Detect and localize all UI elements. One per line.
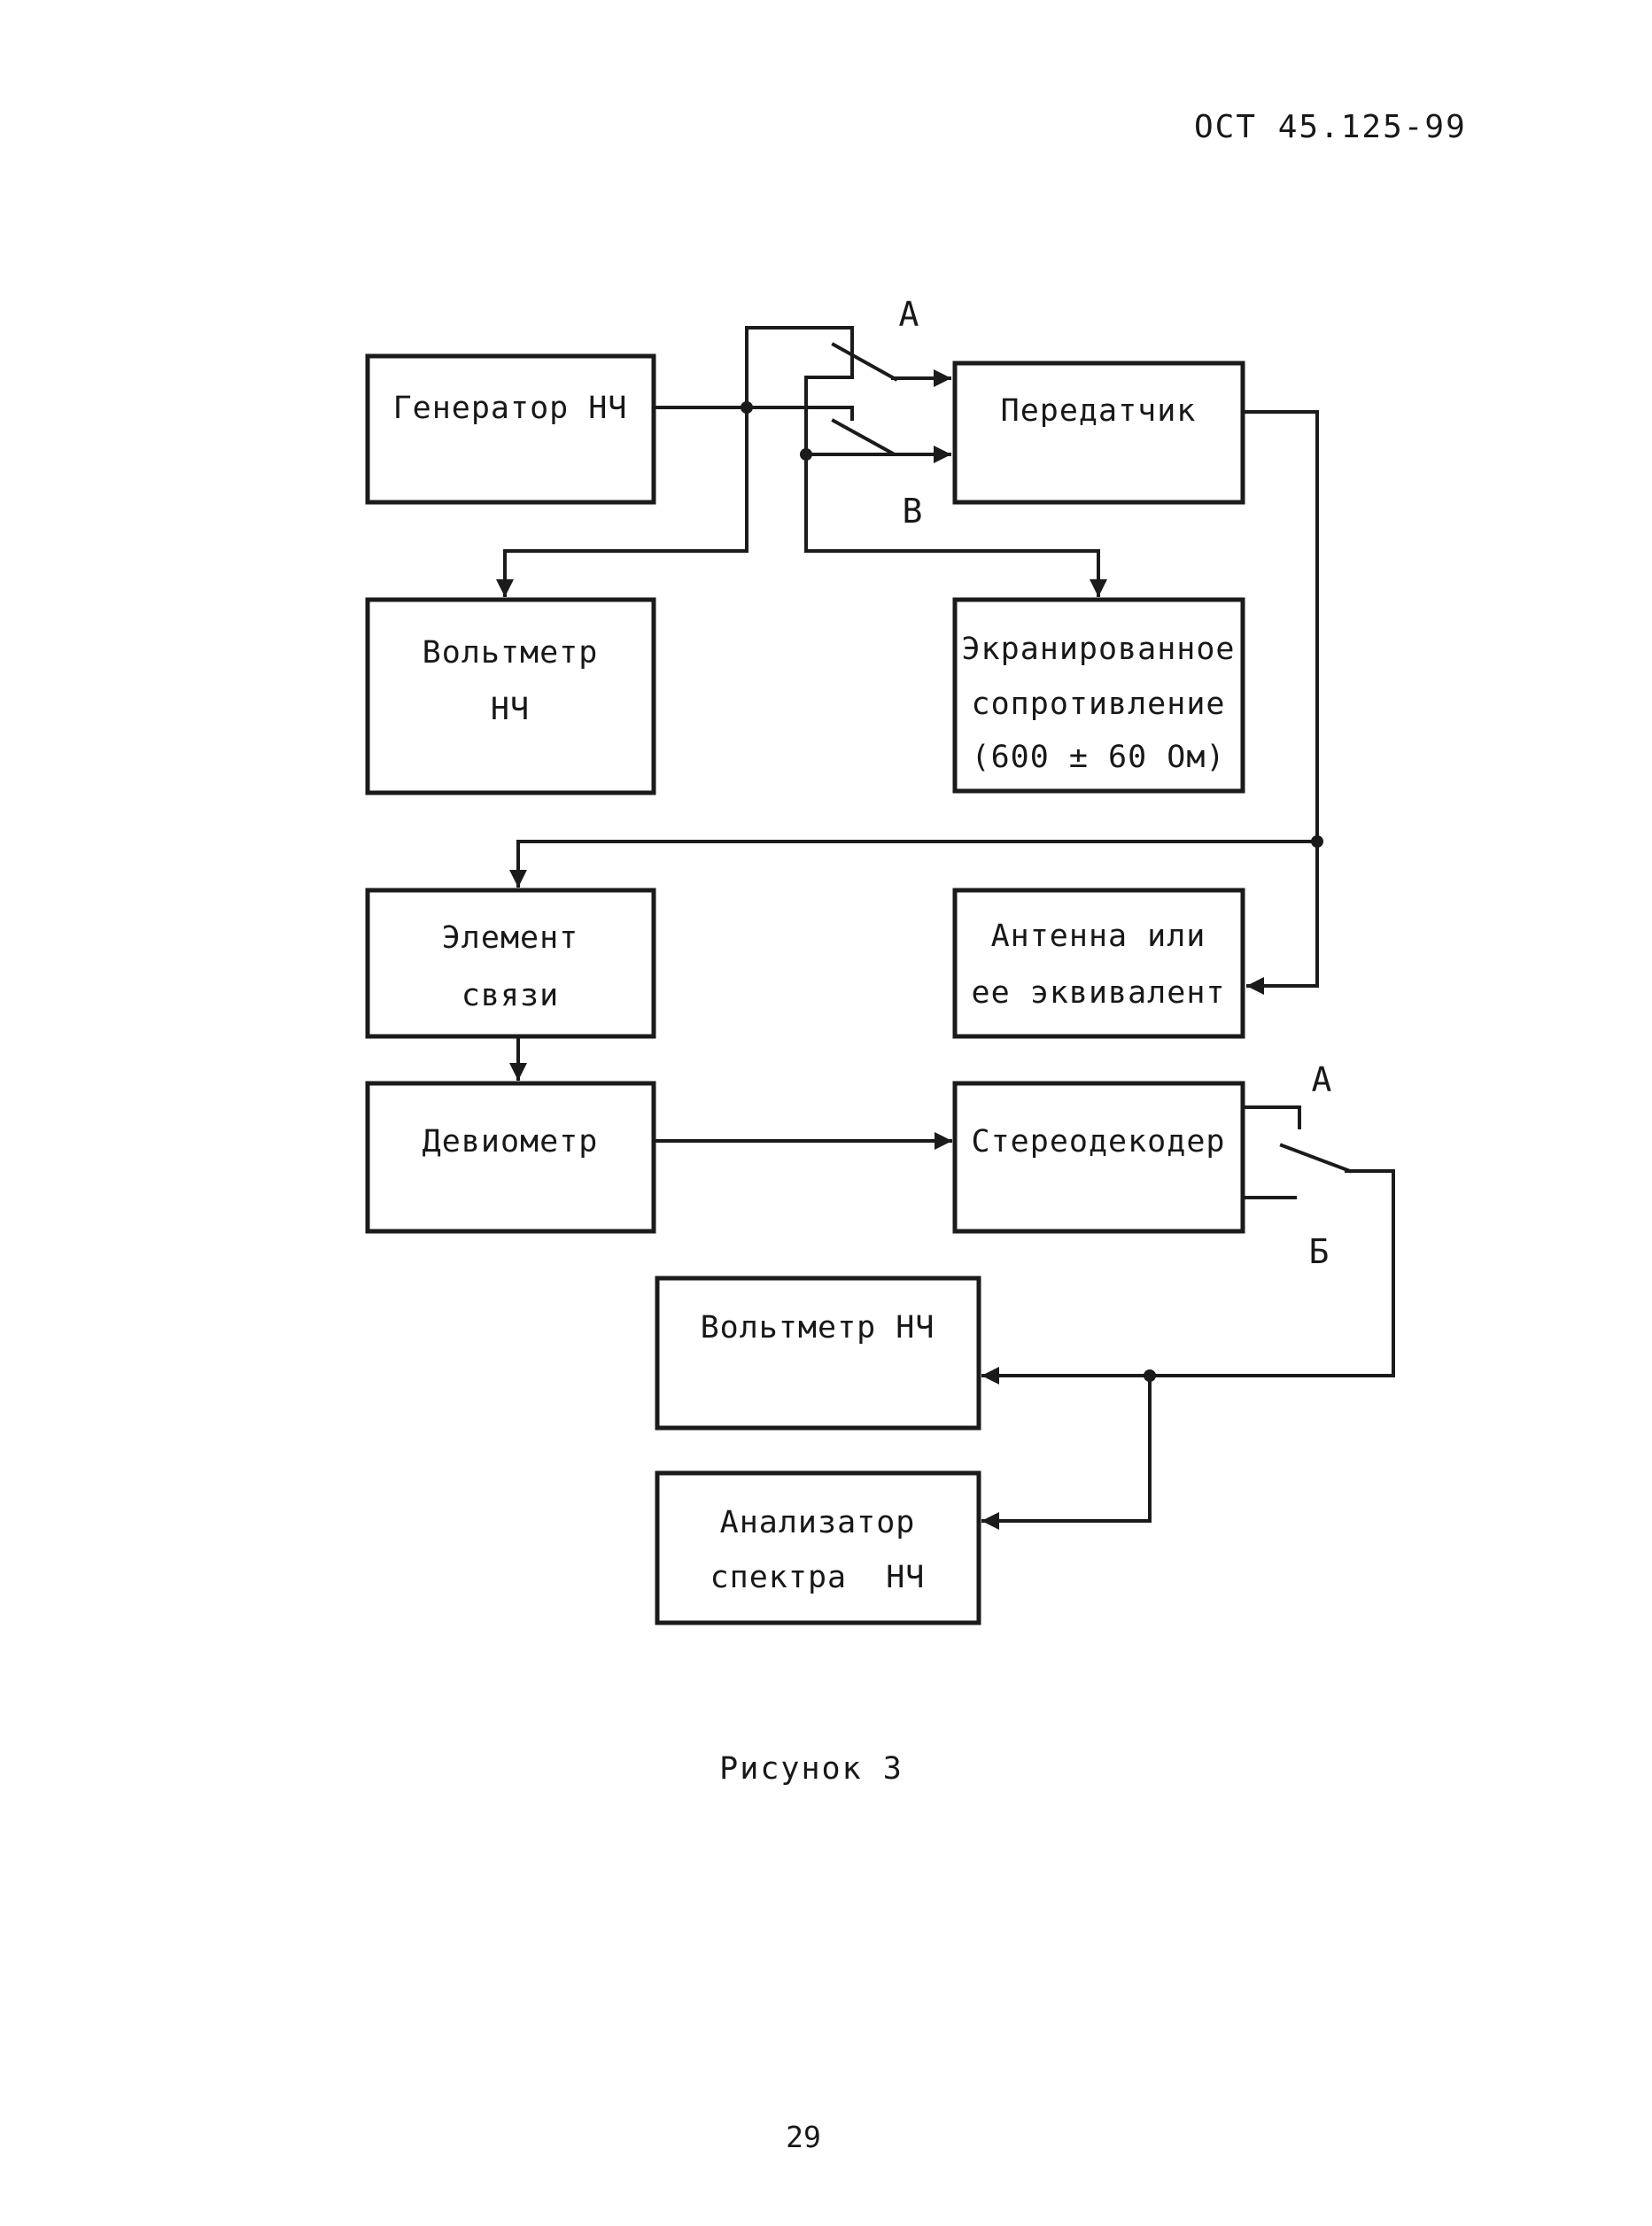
junction-dot-generator-bus (741, 401, 753, 414)
switch-b-blade (831, 418, 896, 456)
wire-middle-tap (804, 376, 854, 553)
block-stereo-decoder: Стереодекодер (952, 1081, 1245, 1234)
junction-dot-antenna-bus (1311, 835, 1323, 848)
shielded-resistor-label-line2: сопротивление (972, 686, 1226, 722)
block-coupling-element: Элемент связи (365, 888, 656, 1039)
wire-to-coupling-element (509, 840, 1319, 888)
block-deviometer: Девиометр (365, 1081, 656, 1234)
coupling-element-box (365, 888, 656, 1039)
spectrum-analyzer-label-line2: спектра НЧ (710, 1560, 926, 1595)
shielded-resistor-label-line3: (600 ± 60 Ом) (972, 740, 1226, 775)
stereo-decoder-label: Стереодекодер (972, 1124, 1226, 1160)
block-lf-voltmeter-top: Вольтметр НЧ (365, 597, 656, 795)
junction-dot-voltmeter-bus (1144, 1369, 1156, 1382)
page-number: 29 (786, 2120, 821, 2154)
deviometer-box (365, 1081, 656, 1234)
lf-voltmeter-bottom-label: Вольтметр НЧ (701, 1310, 935, 1346)
spectrum-analyzer-box (655, 1470, 981, 1625)
lf-voltmeter-bottom-box (655, 1276, 981, 1431)
switch-a-blade (831, 342, 898, 382)
standard-number-header: ОСТ 45.125-99 (1194, 109, 1467, 145)
wire-top-switch-feed (745, 326, 854, 553)
block-lf-voltmeter-bottom: Вольтметр НЧ (655, 1276, 981, 1431)
generator-box (365, 353, 656, 505)
shielded-resistor-box (952, 597, 1245, 794)
block-transmitter: Передатчик (952, 361, 1245, 505)
switch-label-b-top: В (903, 492, 923, 531)
spectrum-analyzer-label-line1: Анализатор (720, 1505, 916, 1540)
transmitter-label: Передатчик (1001, 393, 1197, 429)
antenna-equivalent-label-line2: ее эквивалент (972, 975, 1226, 1011)
figure-caption: Рисунок 3 (719, 1751, 904, 1787)
junction-dot-switch-b (800, 448, 812, 461)
decoder-switch-blade (1279, 1143, 1353, 1174)
wire-transmitter-to-antenna (1241, 410, 1319, 995)
generator-label: Генератор НЧ (393, 391, 628, 426)
lf-voltmeter-top-box (365, 597, 656, 795)
switch-label-a-decoder: А (1312, 1060, 1332, 1099)
stereo-decoder-box (952, 1081, 1245, 1234)
block-shielded-resistor: Экранированное сопротивление (600 ± 60 О… (952, 597, 1245, 794)
lf-voltmeter-top-label-line2: НЧ (491, 692, 530, 727)
block-antenna-equivalent: Антенна или ее эквивалент (952, 888, 1245, 1039)
block-generator: Генератор НЧ (365, 353, 656, 505)
lf-voltmeter-top-label-line1: Вольтметр (423, 635, 599, 671)
switch-label-a-top: А (899, 295, 919, 334)
coupling-element-label-line1: Элемент (442, 920, 579, 956)
wire-to-spectrum-analyzer (981, 1374, 1152, 1530)
switch-label-b-decoder: Б (1309, 1232, 1330, 1271)
antenna-equivalent-label-line1: Антенна или (991, 919, 1206, 954)
connector-wires (496, 326, 1395, 1530)
wire-to-lf-voltmeter-top (496, 549, 748, 597)
wire-decoder-switch-down (1345, 1169, 1395, 1377)
transmitter-box (952, 361, 1245, 505)
deviometer-label: Девиометр (423, 1124, 599, 1160)
antenna-equivalent-box (952, 888, 1245, 1039)
wire-to-shielded-resistor (804, 549, 1107, 597)
block-spectrum-analyzer: Анализатор спектра НЧ (655, 1470, 981, 1625)
shielded-resistor-label-line1: Экранированное (961, 632, 1235, 667)
coupling-element-label-line2: связи (461, 978, 559, 1013)
